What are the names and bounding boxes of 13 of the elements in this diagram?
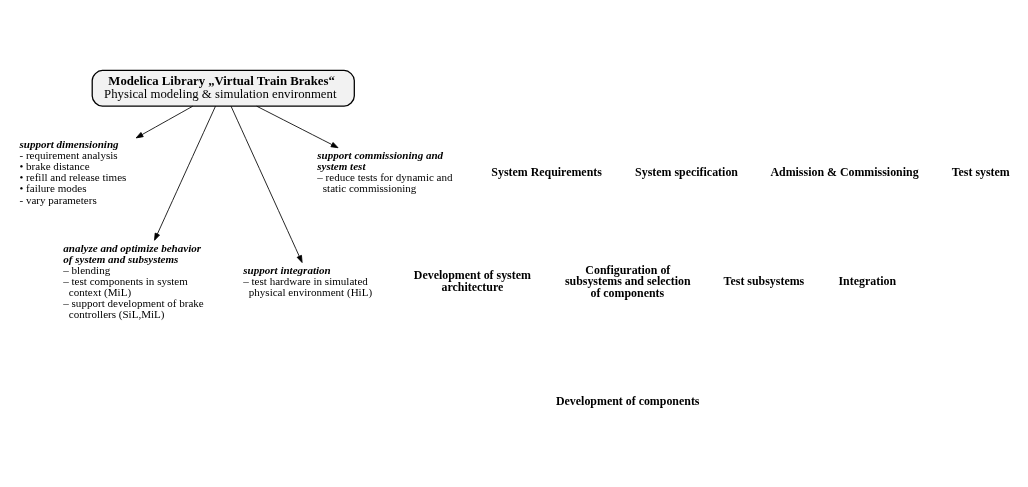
node-text: analyze and optimize behavior of system and subsystems – blending – test components in system context (MiL) – support development of brake controllers (SiL,MiL) xyxy=(62,241,204,320)
label: Configuration of subsystems and selection of components xyxy=(564,262,691,300)
label: Admission & Commissioning xyxy=(769,164,919,179)
label: Test subsystems xyxy=(723,273,804,288)
label: System specification xyxy=(634,164,738,179)
label: System Requirements xyxy=(490,164,602,179)
label: Test system xyxy=(951,164,1010,179)
label: Integration xyxy=(838,273,896,288)
node-text: support dimensioning - requirement analysis • brake distance • refill and release times • failure modes - vary parameters xyxy=(18,137,126,205)
node-text: support integration – test hardware in simulated physical environment (HiL) xyxy=(242,263,372,298)
node-text: support commissioning and system test – reduce tests for dynamic and static commissioning xyxy=(316,148,453,194)
label: Development of system architecture xyxy=(413,267,531,294)
label: Development of components xyxy=(555,393,700,408)
